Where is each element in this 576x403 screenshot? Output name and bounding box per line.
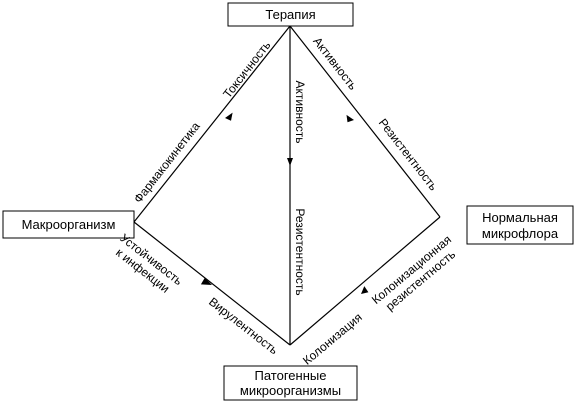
node-therapy: Терапия	[227, 2, 354, 27]
edge-therapy-normal-flora	[289, 25, 441, 218]
label-resistance-center: Резистентность	[293, 208, 307, 295]
arrowhead-virulence	[200, 277, 212, 285]
arrowhead-activity-center	[287, 158, 293, 166]
label-pharmacokinetics: Фармакокинетика	[131, 119, 203, 206]
label-activity-center: Активность	[293, 80, 307, 143]
edge-normal-flora-pathogens	[289, 216, 441, 346]
node-therapy-label: Терапия	[265, 7, 315, 22]
node-macroorganism-label: Макроорганизм	[22, 217, 116, 232]
edge-macroorganism-pathogens	[133, 221, 291, 346]
node-macroorganism: Макроорганизм	[2, 210, 135, 239]
node-pathogens: Патогенные микроорганизмы	[223, 365, 358, 401]
label-colonization-resistance: Колонизационная резистентность	[369, 232, 458, 313]
label-colonization: Колонизация	[300, 310, 365, 368]
node-normal-flora-label-line2: микрофлора	[482, 226, 559, 241]
label-resistance-right: Резистентность	[376, 116, 441, 193]
edge-therapy-macroorganism	[133, 25, 291, 223]
node-normal-flora-label-line1: Нормальная	[482, 210, 558, 225]
node-normal-flora: Нормальная микрофлора	[466, 205, 574, 245]
label-infection-resistance: Устойчивость к инфекции	[113, 231, 185, 296]
arrowhead-activity-right	[346, 114, 354, 123]
label-virulence: Вирулентность	[206, 295, 281, 358]
node-pathogens-label-line2: микроорганизмы	[240, 383, 341, 398]
node-pathogens-label-line1: Патогенные	[255, 368, 327, 383]
arrowhead-toxicity	[225, 112, 233, 121]
label-toxicity: Токсичность	[220, 38, 273, 101]
arrowhead-colonization	[361, 286, 369, 294]
